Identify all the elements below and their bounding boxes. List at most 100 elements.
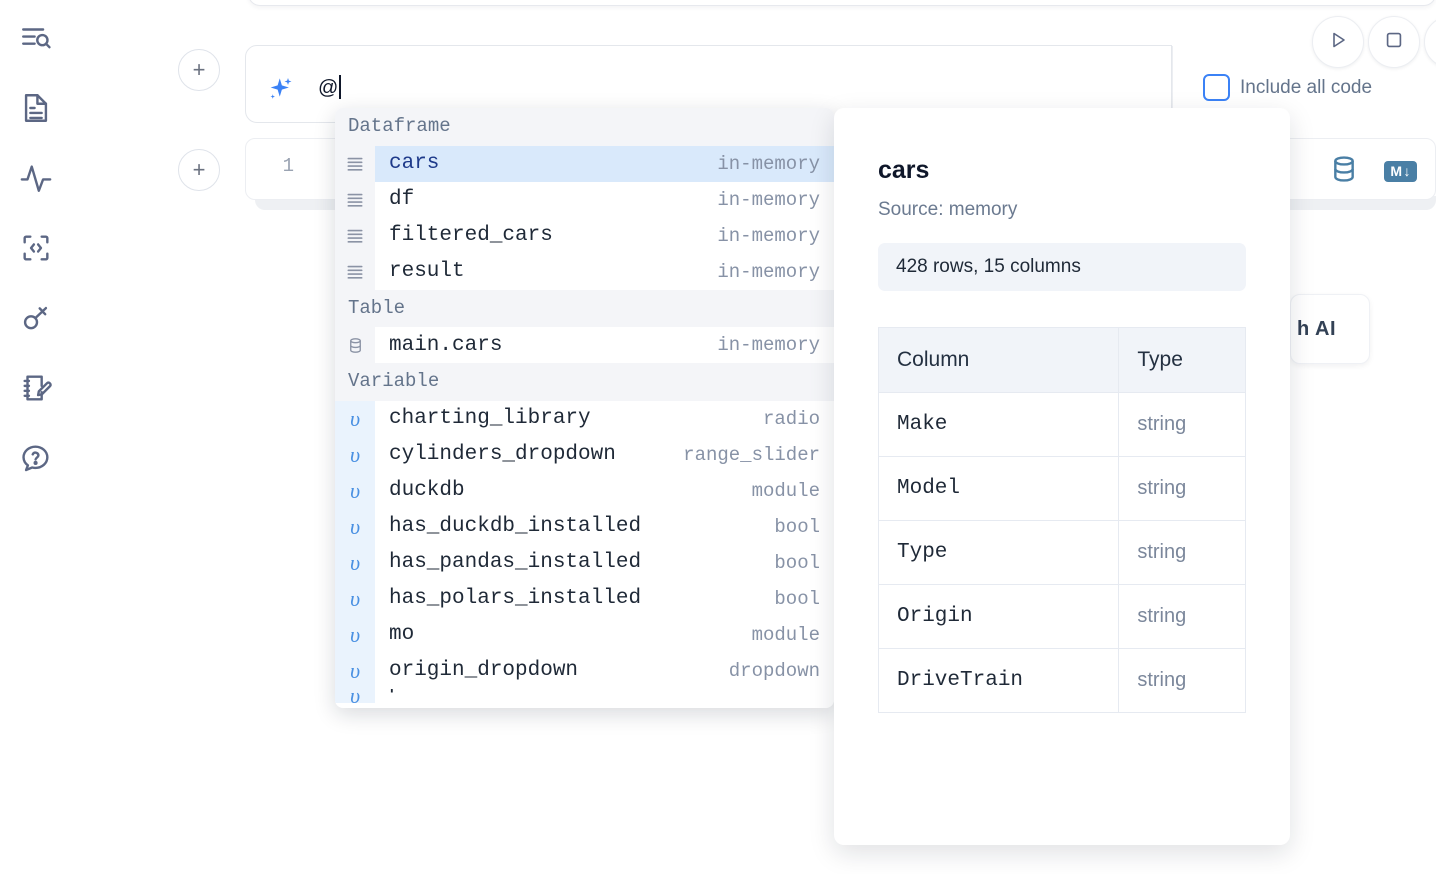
run-button[interactable]: [1312, 16, 1364, 68]
dropdown-item[interactable]: υ has_polars_installed bool: [335, 580, 834, 617]
dropdown-item-type: bool: [774, 551, 820, 574]
include-all-code-checkbox[interactable]: [1203, 74, 1230, 101]
dropdown-item-name: origin_dropdown: [389, 659, 579, 683]
dropdown-item[interactable]: υ cylinders_dropdown range_slider: [335, 436, 834, 473]
schema-header-column: Column: [877, 327, 1120, 393]
plus-icon: +: [192, 57, 206, 82]
schema-header-row: Column Type: [877, 327, 1246, 393]
sidebar-item-help[interactable]: [14, 436, 58, 480]
activity-icon: [19, 161, 53, 195]
preview-stats-badge: 428 rows, 15 columns: [878, 243, 1246, 291]
dropdown-item-type: bool: [774, 515, 820, 538]
variable-icon: υ: [335, 616, 375, 653]
ai-prompt-value: @: [318, 77, 339, 99]
dataframe-icon: [335, 181, 375, 218]
dropdown-item-name: cylinders_dropdown: [389, 443, 616, 467]
sidebar-item-explore[interactable]: [14, 16, 58, 60]
dropdown-item-type: in-memory: [717, 260, 820, 283]
dropdown-item[interactable]: cars in-memory: [335, 145, 834, 182]
outline-search-icon: [19, 21, 53, 55]
include-all-code-row[interactable]: Include all code: [1203, 74, 1372, 101]
dropdown-item-type: in-memory: [717, 224, 820, 247]
schema-column-name: DriveTrain: [877, 648, 1120, 713]
dropdown-item-type: in-memory: [717, 188, 820, 211]
variable-icon: υ: [335, 508, 375, 545]
schema-column-type: string: [1118, 520, 1246, 585]
dropdown-item-type: radio: [762, 407, 820, 430]
dropdown-item-name: has_pandas_installed: [389, 551, 642, 575]
dropdown-group-header: Table: [335, 289, 834, 328]
table-database-icon: [335, 327, 375, 364]
generate-with-ai-label: h AI: [1297, 317, 1337, 340]
text-caret: [339, 75, 342, 99]
schema-column-type: string: [1118, 456, 1246, 521]
dropdown-item-name: mo: [389, 623, 415, 647]
help-chat-icon: [19, 441, 53, 475]
schema-column-name: Make: [877, 392, 1120, 457]
sidebar-item-notebook[interactable]: [14, 86, 58, 130]
sparkle-icon: [266, 74, 296, 104]
variable-icon: υ: [335, 472, 375, 509]
dropdown-item-name: cars: [389, 152, 440, 176]
sidebar-item-scratchpad[interactable]: [14, 366, 58, 410]
dataframe-icon: [335, 145, 375, 182]
variable-icon: υ: [335, 580, 375, 617]
dropdown-item-name: filtered_cars: [389, 224, 553, 248]
play-icon: [1326, 28, 1350, 57]
generate-with-ai-chip[interactable]: h AI: [1290, 294, 1370, 364]
dropdown-item-type: module: [752, 689, 834, 695]
dropdown-item-name: charting_library: [389, 407, 591, 431]
dropdown-item-name: df: [389, 188, 415, 212]
variable-icon: υ: [335, 652, 375, 689]
cell-icon-group: M ↓: [1328, 153, 1417, 190]
dropdown-item[interactable]: υ has_pandas_installed bool: [335, 544, 834, 581]
dropdown-item-name: has_polars_installed: [389, 587, 642, 611]
schema-column-name: Origin: [877, 584, 1120, 649]
more-actions-button[interactable]: [1424, 16, 1436, 68]
sidebar-item-activity[interactable]: [14, 156, 58, 200]
dropdown-item-type: bool: [774, 587, 820, 610]
dropdown-item[interactable]: filtered_cars in-memory: [335, 217, 834, 254]
ai-prompt-input[interactable]: @: [318, 75, 342, 100]
add-cell-above-button[interactable]: +: [178, 49, 220, 91]
dataframe-preview-card: cars Source: memory 428 rows, 15 columns…: [834, 108, 1290, 845]
edit-notebook-icon: [19, 371, 53, 405]
markdown-icon[interactable]: M ↓: [1384, 161, 1417, 182]
dropdown-item-type: range_slider: [683, 443, 820, 466]
cell-line-number: 1: [282, 155, 294, 177]
dropdown-item-type: in-memory: [717, 152, 820, 175]
dropdown-item-name: main.cars: [389, 333, 503, 357]
database-icon[interactable]: [1328, 153, 1360, 190]
variable-icon: υ: [335, 436, 375, 473]
dropdown-item-type: module: [751, 623, 820, 646]
markdown-letter: M: [1390, 163, 1403, 179]
sidebar-item-secrets[interactable]: [14, 296, 58, 340]
code-block-icon: [19, 231, 53, 265]
variable-icon: υ: [335, 544, 375, 581]
stop-button[interactable]: [1368, 16, 1420, 68]
dataframe-icon: [335, 253, 375, 290]
sidebar-item-snippets[interactable]: [14, 226, 58, 270]
add-cell-below-button[interactable]: +: [178, 149, 220, 191]
include-all-code-label: Include all code: [1240, 76, 1373, 98]
plus-icon: +: [192, 157, 206, 182]
dropdown-item-name: pd: [375, 689, 414, 696]
down-arrow-glyph: ↓: [1403, 163, 1411, 179]
document-icon: [19, 91, 53, 125]
dropdown-item[interactable]: df in-memory: [335, 181, 834, 218]
dropdown-item[interactable]: υpdmodule: [335, 688, 834, 703]
